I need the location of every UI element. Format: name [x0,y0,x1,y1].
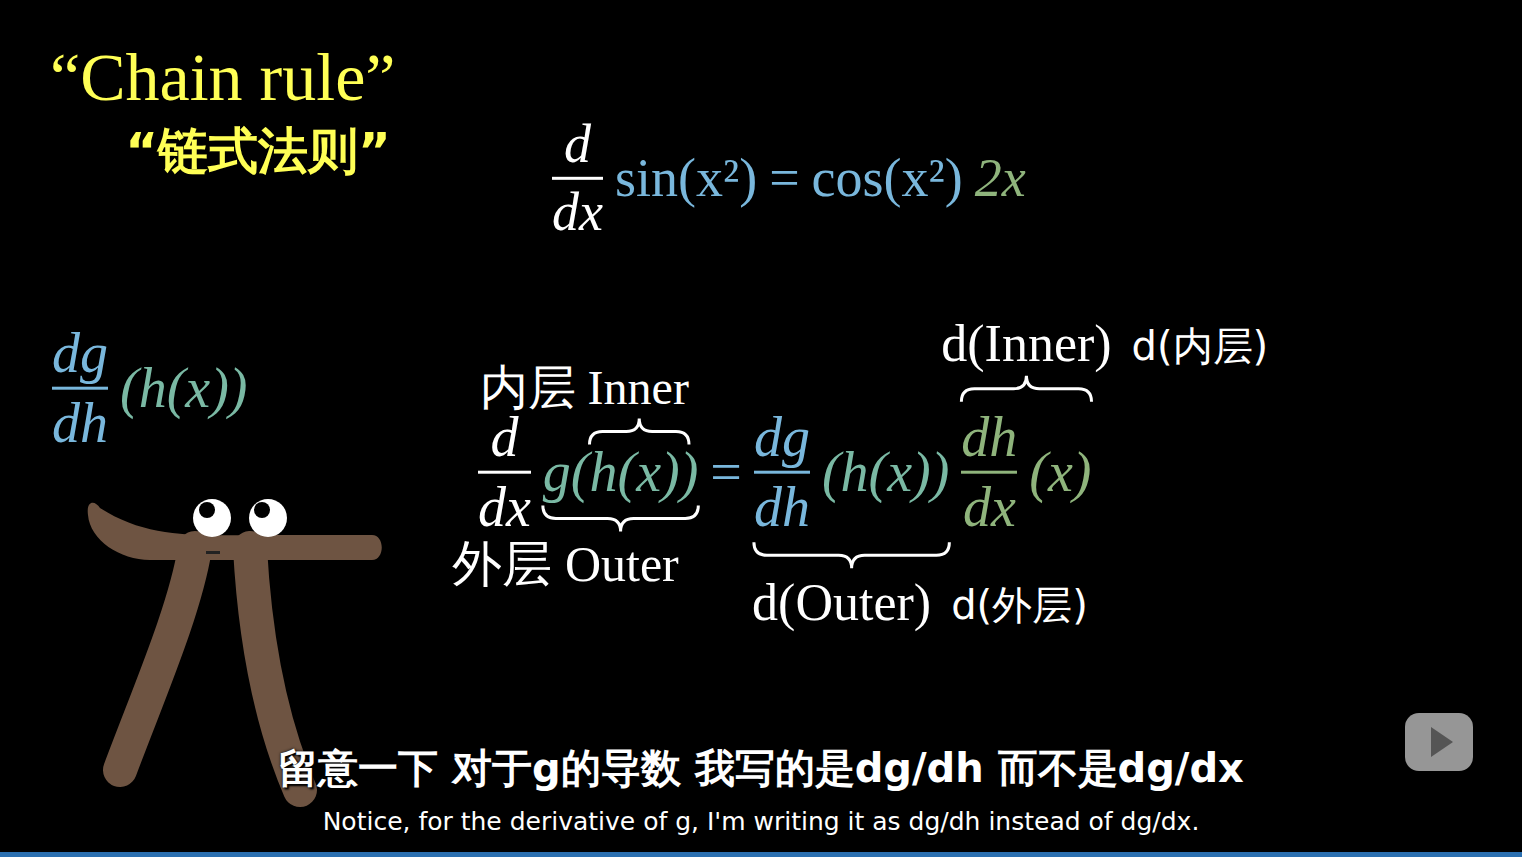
d-inner-chinese: d(内层) [1132,324,1269,368]
fraction-bar [754,471,810,474]
math-term: (h(x)) [120,359,247,418]
math-term: d [490,408,518,467]
title-chinese: “链式法则” [125,124,391,179]
d-outer-chinese: d(外层) [951,583,1088,627]
math-term: dg [754,408,810,467]
math-term: dx [963,478,1016,537]
fraction-bar [52,387,108,390]
play-icon [1405,713,1473,771]
math-term: cos(x²) [812,150,963,207]
math-term: dh [52,394,108,453]
math-term: = [769,150,799,207]
fraction: dg dh [754,408,810,537]
fraction-bar [552,177,603,180]
math-term: dg [52,324,108,383]
inner-label: 内层 Inner [480,362,689,415]
curly-brace [961,376,1091,402]
formula-row: d dxsin(x²)=cos(x²)2x [552,116,1026,240]
math-term: dh [961,408,1017,467]
fraction: d dx [478,408,531,537]
math-term: d [564,116,591,173]
fraction: d dx [552,116,603,240]
math-term: sin(x²) [615,150,757,207]
d-outer-label: d(Outer) [752,574,931,631]
fraction: dh dx [961,408,1017,537]
title: “Chain rule” [50,40,396,115]
fraction: dg dh [52,324,108,453]
math-term: dx [478,478,531,537]
math-term: dx [552,184,603,241]
math-term: = [710,443,742,502]
d-inner-label: d(Inner) [941,315,1111,372]
math-term: (x) [1029,443,1091,502]
curly-brace [543,505,698,531]
progress-bar [0,852,1522,857]
subtitle-english: Notice, for the derivative of g, I'm wri… [323,808,1200,836]
subtitle-chinese: 留意一下 对于g的导数 我写的是dg/dh 而不是dg/dx [278,746,1244,790]
math-term: g(h(x)) [543,443,698,502]
outer-label: 外层 Outer [452,537,678,592]
curly-brace [589,419,688,445]
fraction-bar [961,471,1017,474]
formula-row: ddxg(h(x))=dgdh(h(x))dhdx(x) [478,408,1092,537]
formula-row: dg dh(h(x)) [52,324,247,453]
fraction-bar [478,471,531,474]
math-term: dh [754,478,810,537]
math-term: 2x [975,150,1026,207]
math-term: (h(x)) [822,443,949,502]
curly-brace [754,542,949,568]
